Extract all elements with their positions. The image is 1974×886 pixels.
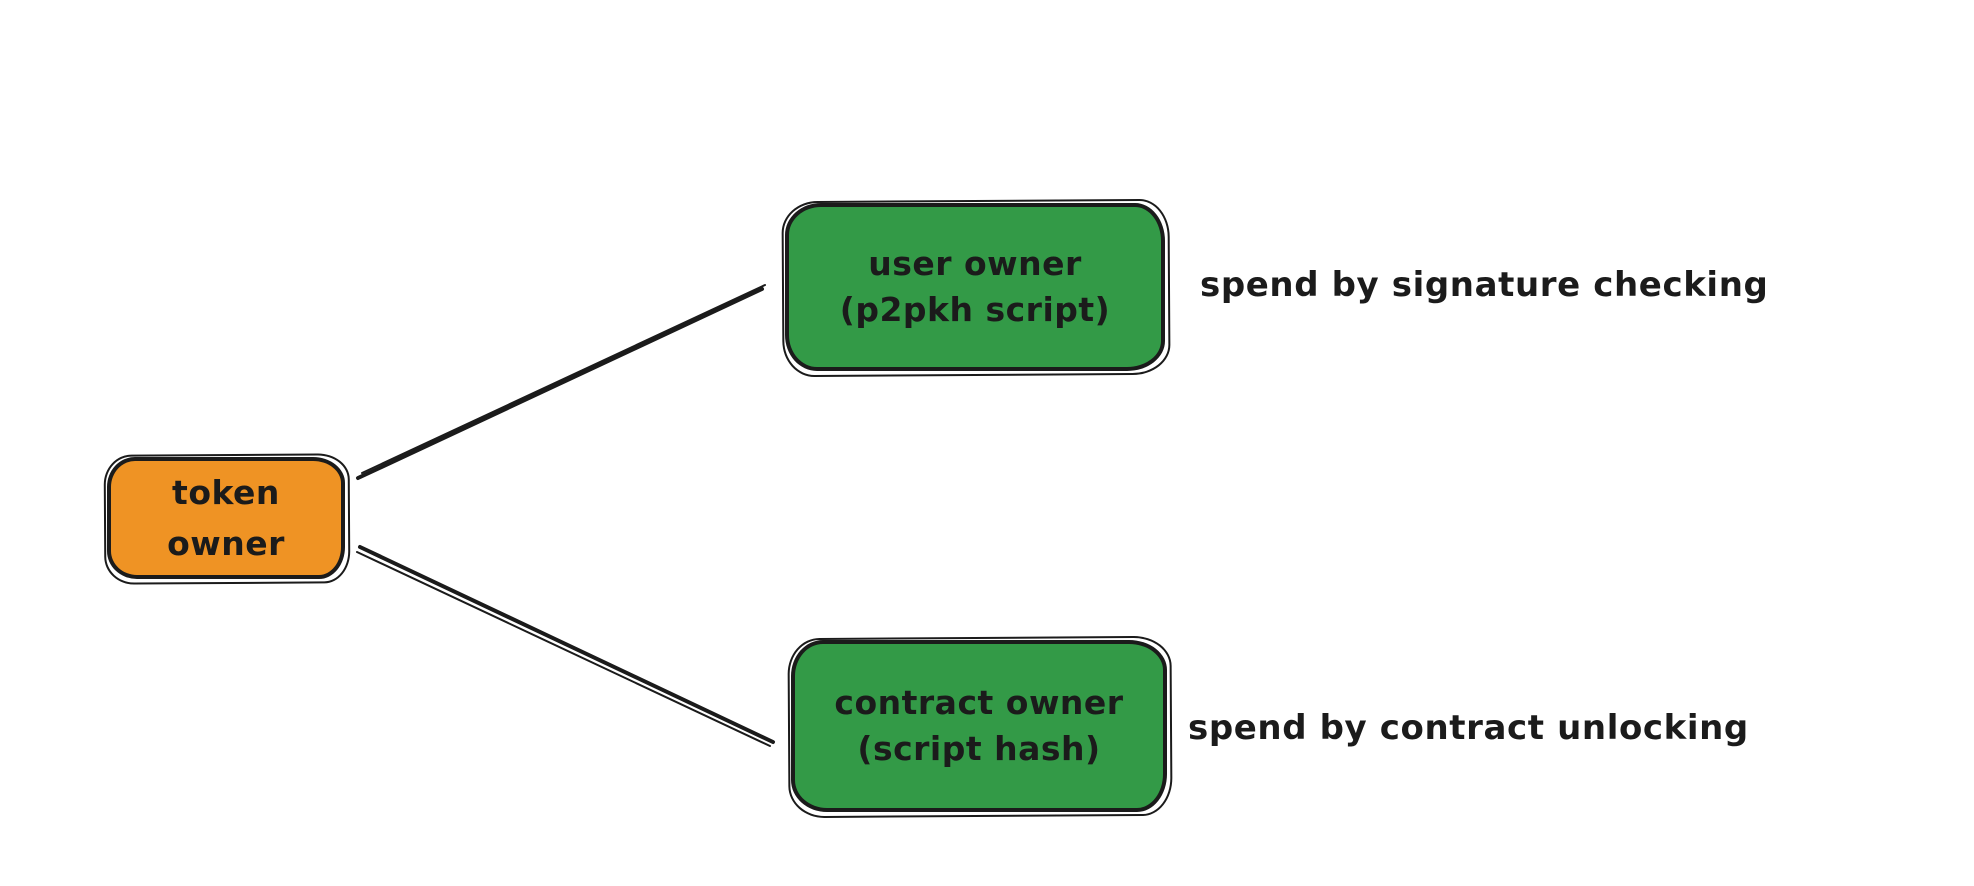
node-user-owner-line1: user owner (868, 243, 1082, 283)
node-user-owner: user owner (p2pkh script) (785, 203, 1165, 371)
node-token-owner-line1: token (172, 472, 280, 512)
connector-token-to-contract (356, 545, 775, 747)
node-token-owner-line2: owner (167, 524, 285, 563)
node-user-owner-line2: (p2pkh script) (839, 290, 1111, 329)
node-contract-owner: contract owner (script hash) (791, 640, 1167, 812)
node-contract-owner-line1: contract owner (834, 682, 1124, 722)
node-contract-owner-line2: (script hash) (857, 729, 1101, 768)
connector-token-to-user (356, 284, 766, 480)
node-token-owner: token owner (107, 457, 345, 579)
annotation-spend-by-contract: spend by contract unlocking (1188, 708, 1749, 748)
annotation-spend-by-signature: spend by signature checking (1200, 265, 1769, 305)
